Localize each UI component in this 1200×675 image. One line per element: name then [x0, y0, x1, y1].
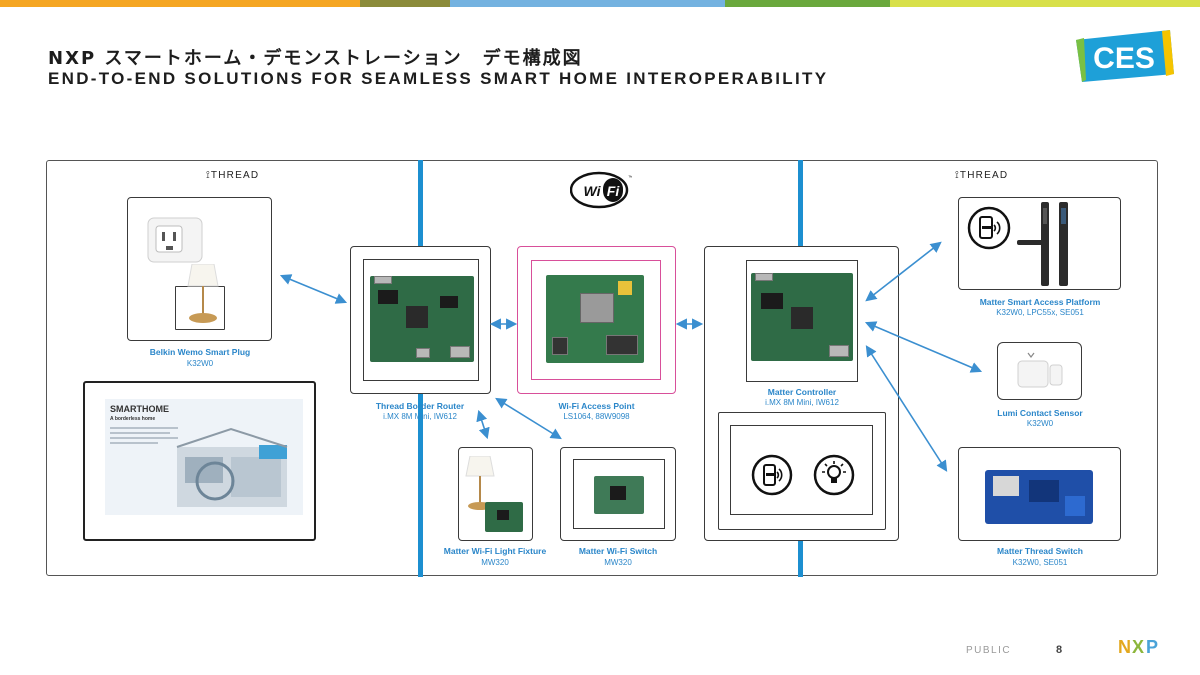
smarthome-tagline: A borderless home	[110, 416, 156, 422]
matter-controller-board-image	[751, 273, 853, 361]
thread-switch-board-image	[985, 470, 1093, 524]
thread-logo-right: ⟟THREAD	[955, 170, 1008, 181]
door-lock-icon	[751, 454, 793, 496]
smart-access-platform-card[interactable]	[958, 197, 1121, 290]
matter-wifi-switch-inner	[573, 459, 665, 529]
light-fixture-board-image	[485, 502, 523, 532]
svg-text:X: X	[1132, 637, 1144, 656]
belkin-smart-plug-card[interactable]	[127, 197, 272, 341]
wifi-access-point-sub: LS1064, 88W9098	[563, 412, 630, 421]
svg-text:N: N	[1118, 637, 1131, 656]
lamp-icon	[186, 263, 220, 326]
matter-controller-board-frame	[746, 260, 858, 382]
wifi-access-point-board-image	[546, 275, 644, 363]
smart-lock-icon	[967, 206, 1011, 250]
belkin-label: Belkin Wemo Smart Plug	[149, 347, 251, 357]
topbar-segment-olive	[360, 0, 450, 7]
smart-access-platform-label: Matter Smart Access Platform	[979, 297, 1101, 307]
thread-logo-left-text: THREAD	[210, 170, 260, 181]
matter-wifi-switch-card[interactable]	[560, 447, 676, 541]
light-bulb-icon	[813, 454, 855, 496]
matter-wifi-switch-board-image	[594, 476, 644, 514]
wifi-access-point-inner	[531, 260, 661, 380]
belkin-sub: K32W0	[186, 359, 214, 368]
topbar-segment-orange	[0, 0, 360, 7]
thread-border-router-label: Thread Border Router	[375, 401, 465, 411]
wifi-access-point-label: Wi-Fi Access Point	[558, 401, 635, 411]
matter-thread-switch-label: Matter Thread Switch	[997, 546, 1083, 556]
thread-leaf-icon: ⟟	[206, 170, 211, 181]
nxp-logo: N X P	[1118, 636, 1168, 657]
matter-wifi-light-sub: MW320	[481, 558, 509, 567]
smarthome-screen: SMARTHOME A borderless home	[105, 399, 303, 515]
topbar-segment-green	[725, 0, 890, 7]
matter-controller-label: Matter Controller	[767, 387, 837, 397]
smarthome-heading: SMARTHOME	[110, 404, 169, 414]
svg-text:Wi: Wi	[584, 183, 602, 199]
topbar-segment-yellow	[890, 0, 1200, 7]
matter-wifi-light-label: Matter Wi-Fi Light Fixture	[443, 546, 547, 556]
thread-logo-left: ⟟THREAD	[206, 170, 259, 181]
wifi-access-point-card[interactable]	[517, 246, 676, 394]
thread-border-router-board-image	[370, 276, 474, 362]
thread-border-router-card[interactable]	[350, 246, 491, 394]
matter-controller-display-outer	[718, 412, 886, 530]
ces-logo-text: CES	[1093, 42, 1155, 75]
thread-border-router-inner	[363, 259, 479, 381]
smart-access-platform-sub: K32W0, LPC55x, SE051	[996, 308, 1084, 317]
lumi-contact-sensor-card[interactable]	[997, 342, 1082, 400]
smarthome-display[interactable]: SMARTHOME A borderless home	[83, 381, 316, 541]
svg-text:P: P	[1146, 637, 1158, 656]
matter-controller-sub: i.MX 8M Mini, IW612	[765, 398, 839, 407]
lumi-contact-sensor-sub: K32W0	[1026, 419, 1054, 428]
diagram-frame	[46, 160, 1158, 576]
contact-sensor-image	[1014, 351, 1066, 393]
page-title-en: END-TO-END SOLUTIONS FOR SEAMLESS SMART …	[48, 69, 829, 88]
thread-logo-right-text: THREAD	[959, 170, 1009, 181]
lumi-contact-sensor-label: Lumi Contact Sensor	[997, 408, 1083, 418]
svg-text:Fi: Fi	[607, 183, 621, 199]
matter-thread-switch-sub: K32W0, SE051	[1012, 558, 1068, 567]
matter-thread-switch-card[interactable]	[958, 447, 1121, 541]
smarthome-text-lines	[110, 424, 178, 447]
thread-border-router-sub: i.MX 8M Mini, IW612	[383, 412, 457, 421]
ces-logo: CES	[1072, 26, 1176, 84]
smarthome-house-illustration	[175, 427, 293, 511]
svg-text:™: ™	[628, 175, 632, 181]
classification-label: PUBLIC	[966, 645, 1012, 656]
matter-wifi-switch-sub: MW320	[604, 558, 632, 567]
page-number: 8	[1056, 644, 1063, 656]
matter-wifi-switch-label: Matter Wi-Fi Switch	[578, 546, 658, 556]
matter-controller-display-screen	[730, 425, 873, 515]
smart-door-lock-image	[1015, 202, 1073, 286]
topbar-segment-blue	[450, 0, 725, 7]
wifi-logo: Wi Fi ™	[569, 171, 633, 209]
thread-leaf-icon: ⟟	[955, 170, 960, 181]
top-color-bar	[0, 0, 1200, 7]
page-title-jp: NXP スマートホーム・デモンストレーション デモ構成図	[48, 48, 583, 69]
matter-controller-card[interactable]: Matter Controller i.MX 8M Mini, IW612	[704, 246, 899, 541]
matter-wifi-light-card[interactable]	[458, 447, 533, 541]
smart-plug-icon	[146, 214, 204, 266]
